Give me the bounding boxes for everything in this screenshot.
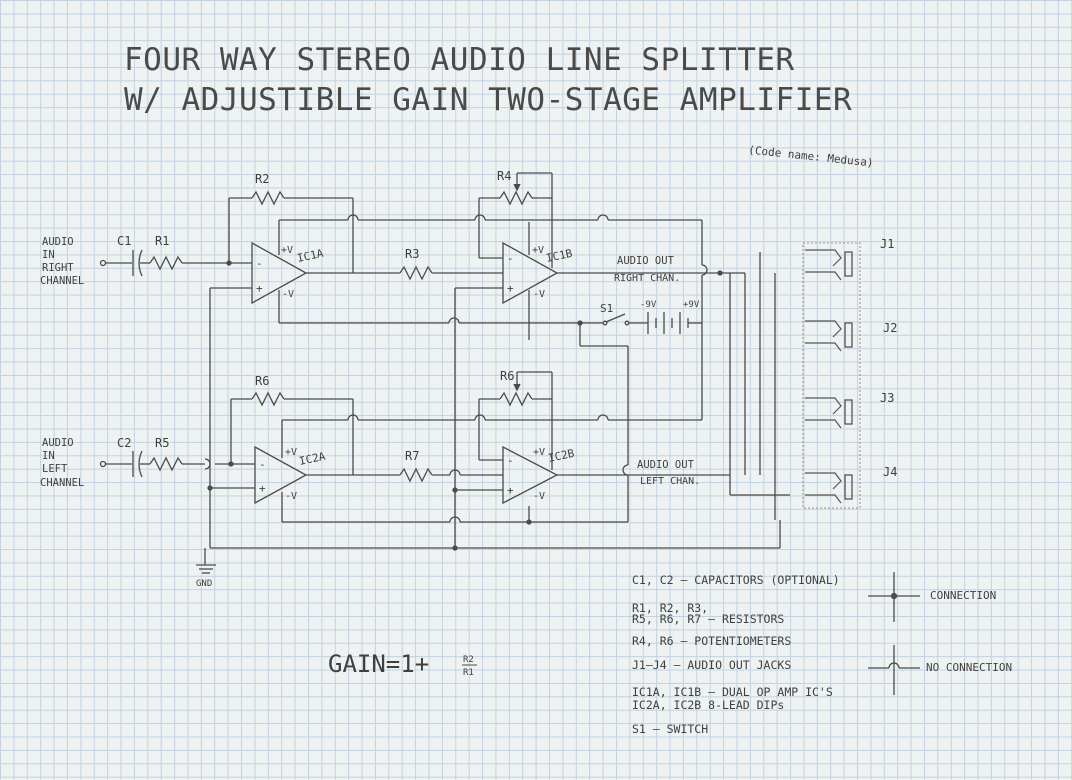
r4-label: R4	[497, 169, 511, 183]
ic1a-label: IC1A	[296, 247, 325, 265]
gain-numerator: R2	[463, 655, 474, 665]
legend-jacks: J1–J4 — AUDIO OUT JACKS	[632, 658, 792, 672]
legend-ics-1: IC1A, IC1B — DUAL OP AMP IC'S	[632, 685, 833, 699]
ic1b-vminus: -V	[533, 289, 545, 300]
r5-resistor	[149, 456, 183, 472]
right-input-label-2: IN	[42, 249, 55, 261]
j1-label: J1	[880, 237, 894, 251]
jack-j3	[804, 397, 853, 429]
ic1a-vminus: -V	[282, 289, 294, 300]
ic1b-minus-pin: -	[507, 252, 514, 265]
ic1b-plus-pin: +	[507, 282, 514, 295]
left-input-label-3: LEFT	[42, 463, 68, 475]
title-line-1: FOUR WAY STEREO AUDIO LINE SPLITTER	[124, 42, 795, 78]
ic2a-vminus: -V	[285, 491, 297, 502]
ic2b-vplus: +V	[533, 447, 545, 458]
legend-capacitors: C1, C2 — CAPACITORS (OPTIONAL)	[632, 573, 840, 587]
jack-j1	[804, 249, 853, 281]
ic2a-vplus: +V	[285, 447, 297, 458]
r2-label: R2	[255, 172, 269, 186]
s1-label: S1	[600, 302, 613, 315]
r6-label: R6	[255, 374, 269, 388]
legend-switch: S1 — SWITCH	[632, 722, 709, 736]
ic1a-plus-pin: +	[256, 282, 263, 295]
j2-label: J2	[883, 321, 897, 335]
c2-label: C2	[117, 436, 131, 450]
r5-label: R5	[155, 436, 169, 450]
gain-formula: GAIN=1+	[328, 650, 429, 678]
right-input-label-4: CHANNEL	[40, 275, 84, 287]
ic1b-label: IC1B	[545, 247, 574, 265]
ic2a-opamp	[254, 445, 308, 505]
j3-label: J3	[880, 391, 894, 405]
j4-label: J4	[883, 465, 897, 479]
r4-potentiometer	[499, 190, 533, 206]
ic2a-plus-pin: +	[259, 482, 266, 495]
gain-denominator: R1	[463, 668, 474, 678]
jack-j4	[804, 472, 853, 504]
r6-potentiometer	[499, 391, 533, 407]
battery-pos-label: +9V	[683, 300, 700, 310]
legend-ics-2: IC2A, IC2B 8-LEAD DIPs	[632, 698, 785, 712]
gnd-label: GND	[196, 579, 212, 589]
right-input-terminal	[99, 259, 107, 267]
r6-resistor	[251, 391, 285, 407]
r7-label: R7	[405, 449, 419, 463]
left-input-label-4: CHANNEL	[40, 477, 84, 489]
legend-resistors-2: R5, R6, R7 — RESISTORS	[632, 612, 785, 626]
ic1b-opamp	[502, 241, 559, 305]
connection-key-label: CONNECTION	[930, 589, 996, 602]
ic1b-vplus: +V	[532, 245, 544, 256]
left-output-label-1: AUDIO OUT	[637, 459, 695, 471]
r1-label: R1	[155, 234, 169, 248]
c1-label: C1	[117, 234, 131, 248]
ic2b-opamp	[502, 445, 559, 505]
right-input-label-1: AUDIO	[42, 236, 74, 248]
right-input-label-3: RIGHT	[42, 262, 74, 274]
left-input-terminal	[99, 460, 107, 468]
right-output-label-1: AUDIO OUT	[617, 255, 675, 267]
ic2b-plus-pin: +	[507, 484, 514, 497]
ic2b-minus-pin: -	[507, 454, 514, 467]
left-input-label-1: AUDIO	[42, 437, 74, 449]
right-output-label-2: RIGHT CHAN.	[614, 273, 680, 284]
left-output-label-2: LEFT CHAN.	[640, 476, 700, 487]
ic2b-vminus: -V	[533, 491, 545, 502]
ic2b-label: IC2B	[547, 447, 576, 465]
title-line-2: W/ ADJUSTIBLE GAIN TWO-STAGE AMPLIFIER	[124, 82, 853, 118]
jack-j2	[804, 320, 853, 352]
legend-resistors-1: R1, R2, R3,	[632, 601, 709, 615]
r3-resistor	[399, 265, 433, 281]
battery-neg-label: -9V	[640, 300, 657, 310]
connection-symbol	[890, 592, 898, 600]
r7-resistor	[399, 467, 433, 483]
r1-resistor	[149, 255, 183, 271]
r2-resistor	[251, 190, 285, 206]
ic1a-opamp	[251, 241, 308, 305]
left-input-label-2: IN	[42, 450, 55, 462]
r6-pot-label: R6	[500, 369, 514, 383]
s1-switch	[602, 320, 608, 326]
ic1a-vplus: +V	[281, 245, 293, 256]
r3-label: R3	[405, 247, 419, 261]
ic2a-minus-pin: -	[259, 458, 266, 471]
legend-potentiometers: R4, R6 — POTENTIOMETERS	[632, 634, 792, 648]
ic2a-label: IC2A	[298, 450, 327, 468]
ic1a-minus-pin: -	[256, 257, 263, 270]
no-connection-key-label: NO CONNECTION	[926, 661, 1012, 674]
